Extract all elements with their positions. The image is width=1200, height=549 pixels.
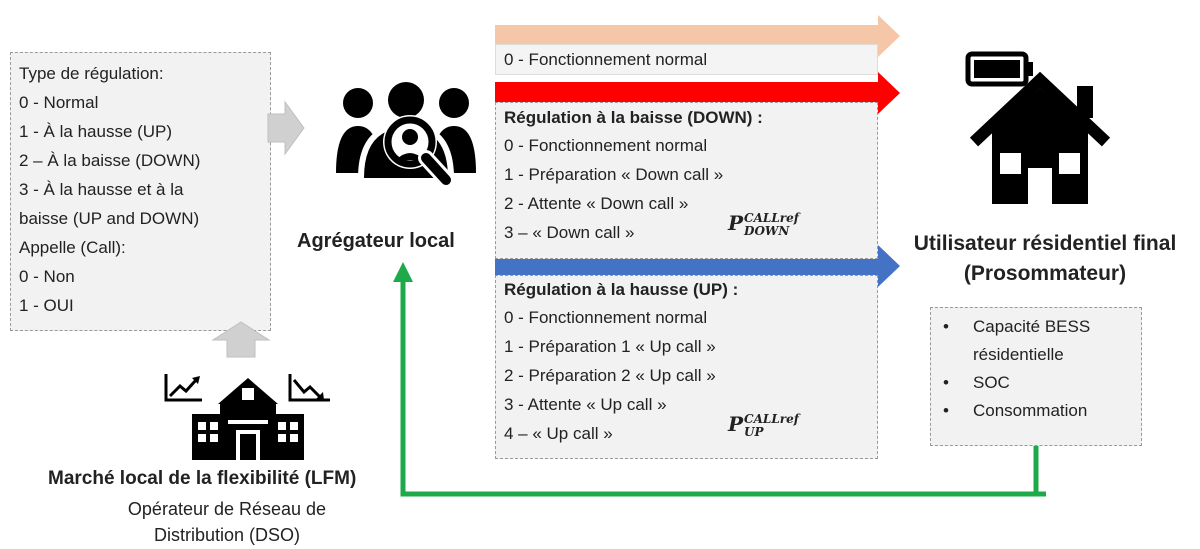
p-subscript: DOWN [744, 223, 790, 238]
user-title-line1: Utilisateur résidentiel final [913, 232, 1177, 255]
down-line: 3 – « Down call » [504, 223, 635, 242]
house-battery-icon [965, 51, 1111, 204]
gray-arrow-right [267, 100, 305, 156]
down-line: 2 - Attente « Down call » [504, 194, 689, 213]
user-item: Consommation [973, 401, 1088, 420]
market-subtitle-line2: Distribution (DSO) [153, 525, 301, 545]
user-item: SOC [973, 373, 1010, 392]
group-search-icon [336, 79, 476, 190]
reg-line: 1 - À la hausse (UP) [19, 122, 173, 141]
up-line: 4 – « Up call » [504, 424, 613, 443]
market-subtitle-line1: Opérateur de Réseau de [127, 499, 327, 519]
p-symbol: P [728, 412, 744, 436]
up-line: 1 - Préparation 1 « Up call » [504, 337, 716, 356]
market-title: Marché local de la flexibilité (LFM) [48, 468, 357, 489]
p-subscript: UP [744, 424, 764, 439]
reg-line: 0 - Normal [19, 93, 99, 112]
feedback-line [400, 280, 1039, 497]
up-regulation-title: Régulation à la hausse (UP) : [504, 280, 739, 299]
bullet-icon: • [943, 317, 949, 336]
user-title-line2: (Prosommateur) [963, 262, 1127, 285]
reg-line: Type de régulation: [19, 64, 164, 83]
user-attributes-box: • Capacité BESS résidentielle • SOC • Co… [930, 307, 1142, 446]
bullet-icon: • [943, 373, 949, 392]
reg-line: Appelle (Call): [19, 238, 126, 257]
reg-line: baisse (UP and DOWN) [19, 209, 200, 228]
user-item: résidentielle [973, 345, 1064, 364]
reg-line: 1 - OUI [19, 296, 74, 315]
down-line: 0 - Fonctionnement normal [504, 136, 708, 155]
reg-line: 3 - À la hausse et à la [19, 180, 184, 199]
market-building-icon [164, 374, 330, 460]
reg-line: 0 - Non [19, 267, 75, 286]
up-line: 2 - Préparation 2 « Up call » [504, 366, 716, 385]
bullet-icon: • [943, 401, 949, 420]
gray-arrow-up [211, 321, 271, 358]
p-symbol: P [728, 211, 744, 235]
aggregator-label: Agrégateur local [297, 230, 455, 252]
up-line: 3 - Attente « Up call » [504, 395, 667, 414]
regulation-type-box: Type de régulation: 0 - Normal 1 - À la … [10, 52, 271, 331]
up-line: 0 - Fonctionnement normal [504, 308, 708, 327]
p-superscript: CALLref [744, 411, 799, 426]
normal-operation-box: 0 - Fonctionnement normal [495, 44, 878, 75]
down-line: 1 - Préparation « Down call » [504, 165, 724, 184]
up-regulation-box: Régulation à la hausse (UP) : 0 - Foncti… [495, 275, 878, 459]
down-regulation-box: Régulation à la baisse (DOWN) : 0 - Fonc… [495, 102, 878, 259]
user-item: Capacité BESS [973, 317, 1091, 336]
p-superscript: CALLref [744, 210, 799, 225]
reg-line: 2 – À la baisse (DOWN) [19, 151, 201, 170]
normal-operation-text: 0 - Fonctionnement normal [504, 50, 708, 69]
down-regulation-title: Régulation à la baisse (DOWN) : [504, 108, 763, 127]
feedback-arrowhead [393, 262, 413, 282]
